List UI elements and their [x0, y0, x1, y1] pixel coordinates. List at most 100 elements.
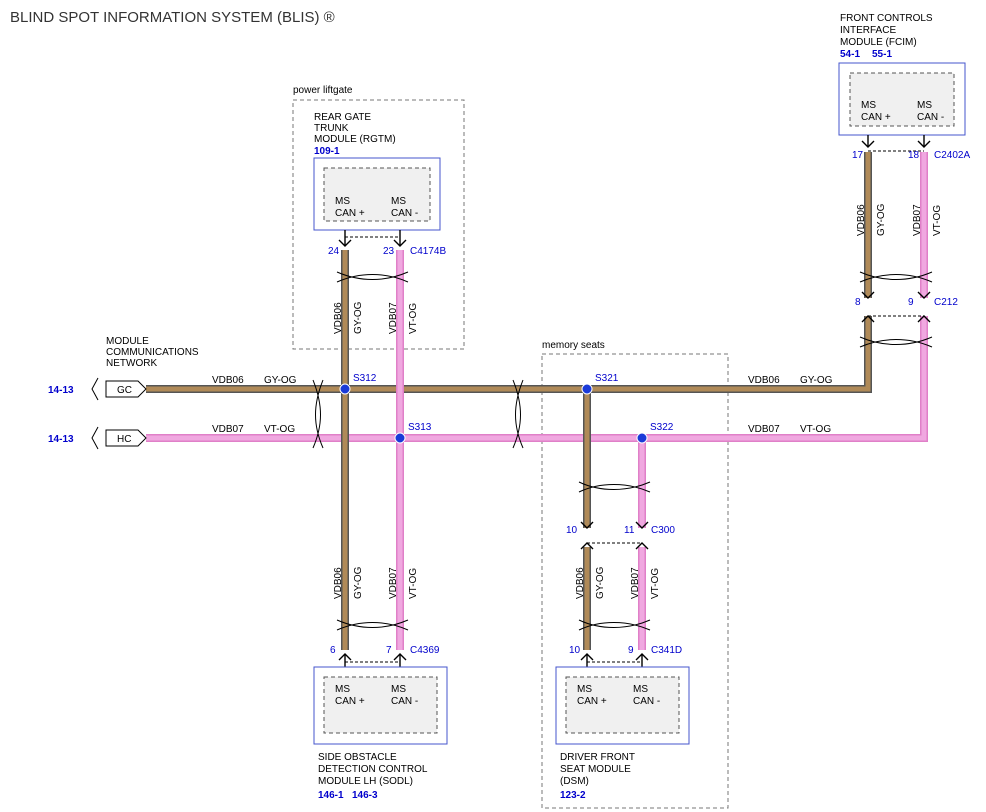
splice-s322 — [636, 432, 648, 444]
dsm-reference[interactable]: 123-2 — [560, 790, 586, 801]
connector-pin-icon — [917, 291, 931, 299]
gc-terminal-tag — [105, 380, 147, 398]
connector-pin-icon — [580, 521, 594, 529]
gc-page-reference[interactable]: 14-13 — [48, 385, 74, 396]
connector-pin-icon — [580, 653, 594, 661]
connector-pin-icon — [861, 291, 875, 299]
fcim-inner — [849, 72, 955, 127]
splice-label[interactable]: S322 — [650, 422, 674, 433]
hc-terminal-tag — [105, 429, 147, 447]
network-label: MODULE COMMUNICATIONS NETWORK — [106, 336, 199, 369]
twist-marker — [336, 271, 409, 283]
rgtm-reference[interactable]: 109-1 — [314, 146, 340, 157]
svg-text:MS: MS — [391, 196, 406, 207]
wire-color-label: VT-OG — [408, 568, 419, 599]
wire-color-label: VT-OG — [264, 424, 295, 435]
pin-number: 23 — [383, 246, 395, 257]
twist-marker — [512, 379, 524, 449]
wire-circuit-label: VDB07 — [388, 302, 399, 334]
wire-color-label: GY-OG — [595, 566, 606, 599]
wire-circuit-label: VDB07 — [630, 567, 641, 599]
dsm-module-name: DRIVER FRONT SEAT MODULE (DSM) — [560, 752, 635, 787]
bracket-icon — [91, 377, 99, 401]
wire-color-label: GY-OG — [264, 375, 297, 386]
splice-label[interactable]: S321 — [595, 373, 619, 384]
sodl-module-name: SIDE OBSTACLE DETECTION CONTROL MODULE L… — [318, 752, 428, 787]
wire-circuit-label: VDB06 — [856, 204, 867, 236]
svg-text:COMMUNICATIONS: COMMUNICATIONS — [106, 347, 199, 358]
wire-circuit-label: VDB06 — [748, 375, 780, 386]
rgtm-pin-can-minus: MS CAN - — [391, 196, 418, 219]
twist-marker — [578, 481, 651, 493]
rgtm-pin-can-plus: MS CAN + — [335, 196, 365, 219]
svg-text:CAN +: CAN + — [577, 696, 607, 707]
rgtm-inner — [323, 167, 431, 222]
splice-s312 — [339, 383, 351, 395]
svg-text:CAN +: CAN + — [335, 696, 365, 707]
gc-tag-label: GC — [117, 385, 132, 396]
svg-text:FRONT CONTROLS: FRONT CONTROLS — [840, 13, 933, 24]
connector-pin-icon — [635, 653, 649, 661]
svg-text:CAN +: CAN + — [861, 112, 891, 123]
sodl-reference[interactable]: 146-3 — [352, 790, 378, 801]
dsm-inner — [565, 676, 680, 734]
pin-number: 18 — [908, 150, 920, 161]
svg-text:MODULE LH (SODL): MODULE LH (SODL) — [318, 776, 413, 787]
power-liftgate-label: power liftgate — [293, 85, 353, 96]
svg-text:MS: MS — [335, 196, 350, 207]
connector-c2402a[interactable]: C2402A — [934, 150, 970, 161]
svg-text:CAN -: CAN - — [391, 696, 418, 707]
sodl-pin-can-minus: MS CAN - — [391, 684, 418, 707]
pin-number: 17 — [852, 150, 864, 161]
svg-text:TRUNK: TRUNK — [314, 123, 349, 134]
splice-label[interactable]: S313 — [408, 422, 432, 433]
svg-text:CAN +: CAN + — [335, 208, 365, 219]
fcim-pin-can-plus: MS CAN + — [861, 100, 891, 123]
connector-c341d[interactable]: C341D — [651, 645, 682, 656]
sodl-inner — [323, 676, 438, 734]
wire-color-label: VT-OG — [408, 303, 419, 334]
bracket-icon — [91, 426, 99, 450]
wire-color-label: VT-OG — [800, 424, 831, 435]
svg-text:MODULE (FCIM): MODULE (FCIM) — [840, 37, 917, 48]
twist-marker — [336, 619, 409, 631]
pin-number: 9 — [908, 297, 914, 308]
connector-pin-icon — [861, 315, 875, 323]
svg-text:MODULE (RGTM): MODULE (RGTM) — [314, 134, 396, 145]
wire-circuit-label: VDB07 — [748, 424, 780, 435]
pin-number: 9 — [628, 645, 634, 656]
connector-c300[interactable]: C300 — [651, 525, 675, 536]
connector-pin-icon — [393, 239, 407, 247]
hc-page-reference[interactable]: 14-13 — [48, 434, 74, 445]
twist-marker — [859, 336, 933, 348]
memory-seats-boundary — [541, 353, 729, 809]
svg-text:MS: MS — [577, 684, 592, 695]
connector-pin-icon — [580, 542, 594, 550]
svg-text:SEAT MODULE: SEAT MODULE — [560, 764, 631, 775]
svg-text:SIDE OBSTACLE: SIDE OBSTACLE — [318, 752, 397, 763]
svg-text:MS: MS — [633, 684, 648, 695]
sodl-pin-can-plus: MS CAN + — [335, 684, 365, 707]
svg-text:NETWORK: NETWORK — [106, 358, 157, 369]
connector-c212[interactable]: C212 — [934, 297, 958, 308]
hc-tag-label: HC — [117, 434, 131, 445]
pin-number: 24 — [328, 246, 340, 257]
sodl-reference[interactable]: 146-1 — [318, 790, 344, 801]
connector-pin-icon — [338, 653, 352, 661]
svg-text:CAN -: CAN - — [917, 112, 944, 123]
pin-number: 7 — [386, 645, 392, 656]
svg-text:CAN -: CAN - — [391, 208, 418, 219]
connector-c4369[interactable]: C4369 — [410, 645, 440, 656]
rgtm-module-name: REAR GATE TRUNK MODULE (RGTM) — [314, 112, 396, 145]
twist-marker — [859, 271, 933, 283]
connector-c4174b[interactable]: C4174B — [410, 246, 446, 257]
fcim-reference[interactable]: 54-1 — [840, 49, 860, 60]
svg-text:MS: MS — [917, 100, 932, 111]
wire-color-label: GY-OG — [876, 203, 887, 236]
fcim-reference[interactable]: 55-1 — [872, 49, 892, 60]
pin-number: 10 — [566, 525, 578, 536]
connector-pin-icon — [635, 521, 649, 529]
splice-label[interactable]: S312 — [353, 373, 377, 384]
wire-circuit-label: VDB06 — [333, 567, 344, 599]
